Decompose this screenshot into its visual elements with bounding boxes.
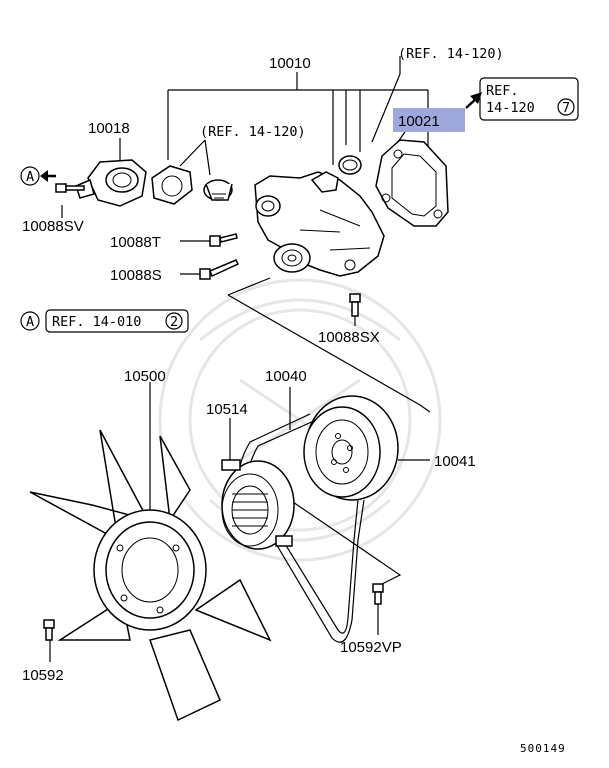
label-10088s: 10088S	[110, 267, 162, 284]
bolt-10592	[43, 619, 55, 641]
label-10500: 10500	[124, 368, 166, 385]
leader-lines	[49, 56, 431, 662]
thermostat-gasket	[151, 165, 193, 205]
cooling-fan-10500	[29, 429, 272, 722]
ref-thermostat: (REF. 14-120)	[200, 124, 306, 140]
label-10088sx: 10088SX	[318, 329, 380, 346]
ref-box-num: 7	[562, 100, 570, 116]
arrow-head	[470, 92, 482, 104]
pump-gasket-10021	[375, 139, 449, 227]
fan-clutch-10514	[221, 459, 295, 550]
watermark-emblem	[158, 278, 442, 562]
ref-box-line1: REF.	[486, 83, 519, 99]
label-10041: 10041	[434, 453, 476, 470]
water-pump-10010	[254, 171, 385, 277]
marker-a-circle-ref	[20, 311, 40, 331]
highlight-10021	[393, 108, 465, 132]
marker-a-ref: A	[26, 314, 34, 330]
ref-a-num-circle	[165, 312, 183, 330]
bolt-10088t	[209, 233, 238, 247]
ref-box-num-circle	[557, 98, 575, 116]
pulley-10041	[303, 395, 399, 501]
ref-box-line2: 14-120	[486, 100, 535, 116]
ref-a-text: REF. 14-010	[52, 314, 141, 330]
bolt-10088sv	[55, 183, 85, 193]
ref-a-num: 2	[170, 314, 178, 330]
marker-a-top: A	[26, 169, 34, 185]
label-10021: 10021	[398, 113, 440, 130]
marker-a-arrow-head	[40, 170, 48, 182]
thermostat-housing-10018	[75, 159, 147, 207]
bolt-10088s	[199, 259, 240, 280]
marker-a-circle-top	[20, 166, 40, 186]
thermostat	[203, 179, 233, 201]
ref-box-a	[45, 309, 189, 333]
label-10592: 10592	[22, 667, 64, 684]
label-10088t: 10088T	[110, 234, 161, 251]
ref-box-14-120-7	[479, 77, 579, 121]
label-10040: 10040	[265, 368, 307, 385]
label-10088sv: 10088SV	[22, 218, 84, 235]
ref-top: (REF. 14-120)	[398, 46, 504, 62]
diagram-number: 500149	[520, 742, 566, 755]
label-10592vp: 10592VP	[340, 639, 402, 656]
bolt-10088sx	[349, 293, 361, 317]
label-10018: 10018	[88, 120, 130, 137]
bolt-10592vp	[372, 583, 384, 605]
label-10514: 10514	[206, 401, 248, 418]
label-10010: 10010	[269, 55, 311, 72]
o-ring	[338, 155, 362, 175]
